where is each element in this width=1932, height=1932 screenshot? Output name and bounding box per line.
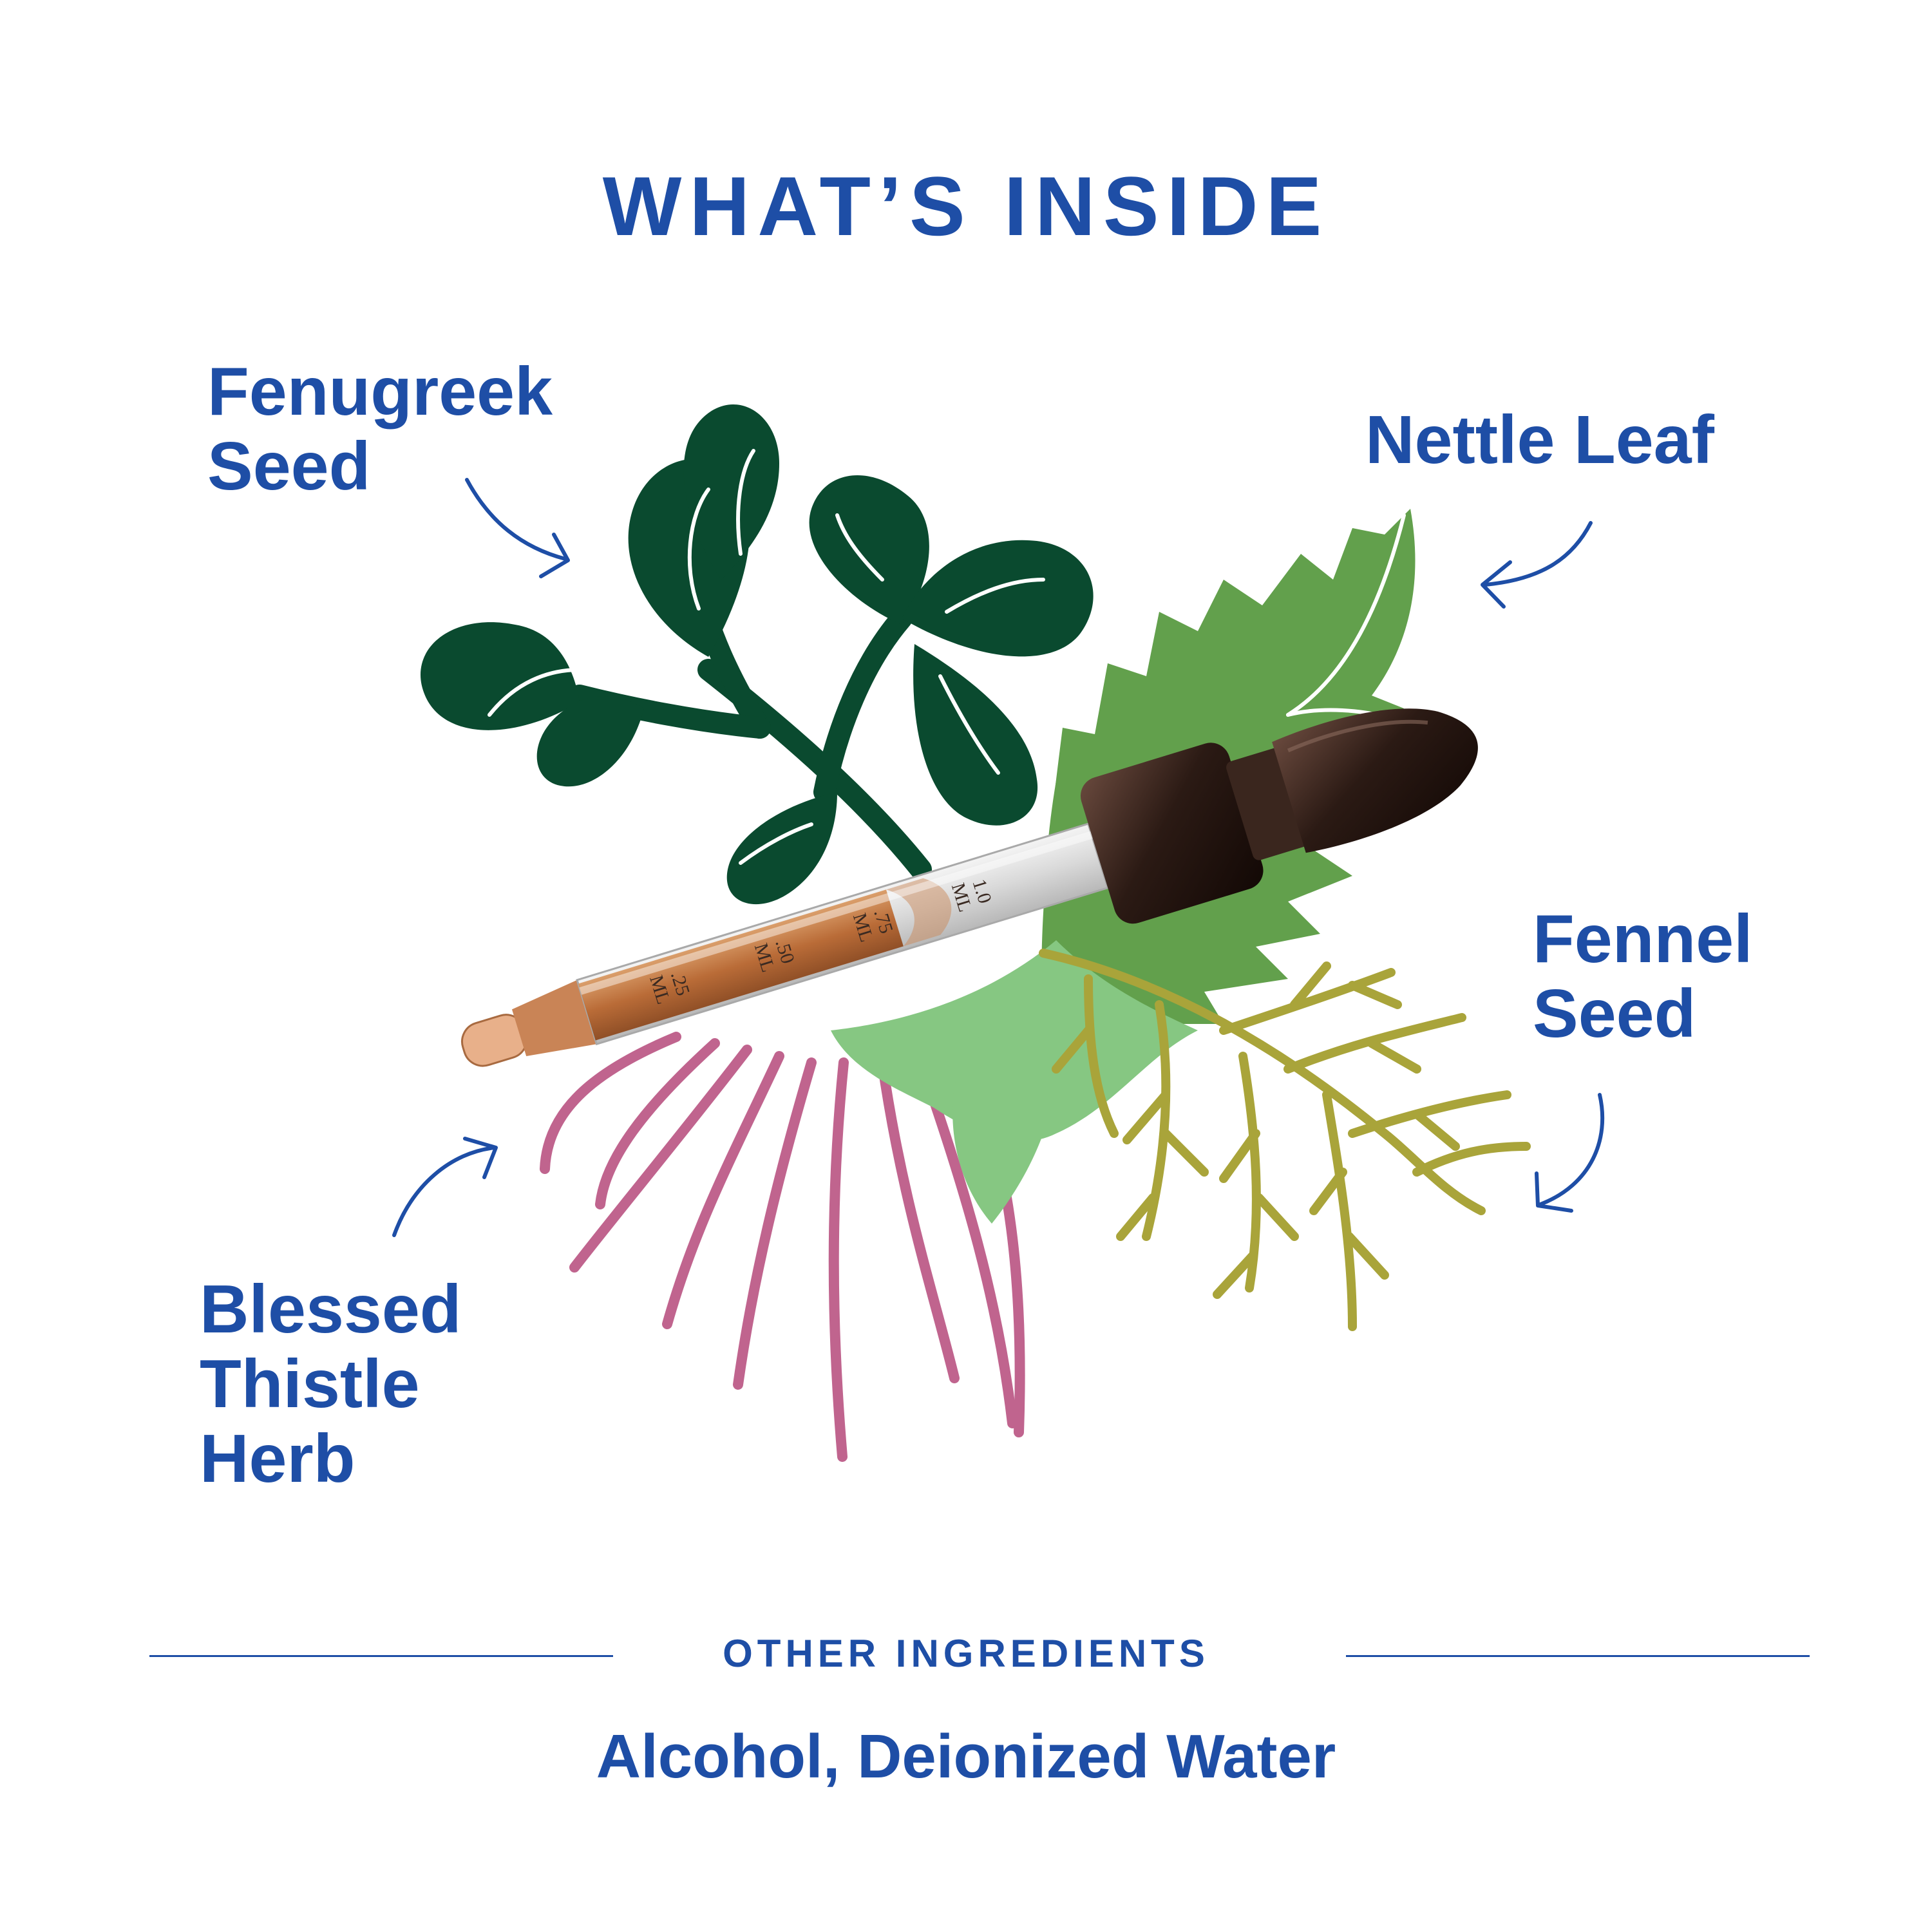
dropper-illustration: .25ML .50ML .75ML 1.0ML — [461, 708, 1478, 1067]
fennel-arrow-icon — [1535, 1093, 1605, 1213]
divider-right — [1346, 1655, 1810, 1657]
fennel-seed-label: Fennel Seed — [1533, 901, 1753, 1052]
page-title: WHAT’S INSIDE — [602, 159, 1330, 253]
nettle-arrow-icon — [1481, 521, 1593, 609]
blessed-thistle-illustration — [540, 1032, 1025, 1462]
fennel-seed-illustration — [1039, 949, 1531, 1331]
fenugreek-seed-illustration — [420, 404, 1094, 905]
fenugreek-arrow-icon — [465, 478, 570, 578]
other-ingredients-value: Alcohol, Deionized Water — [596, 1722, 1336, 1791]
fenugreek-seed-label: Fenugreek Seed — [207, 354, 553, 504]
other-ingredients-heading: OTHER INGREDIENTS — [723, 1632, 1209, 1675]
divider-left — [149, 1655, 613, 1657]
blessed-thistle-herb-label: Blessed Thistle Herb — [200, 1271, 462, 1497]
dropper-mark-050: .50ML — [750, 934, 799, 974]
thistle-arrow-icon — [392, 1137, 498, 1237]
nettle-leaf-label: Nettle Leaf — [1365, 402, 1714, 478]
dropper-mark-075: .75ML — [849, 904, 898, 944]
